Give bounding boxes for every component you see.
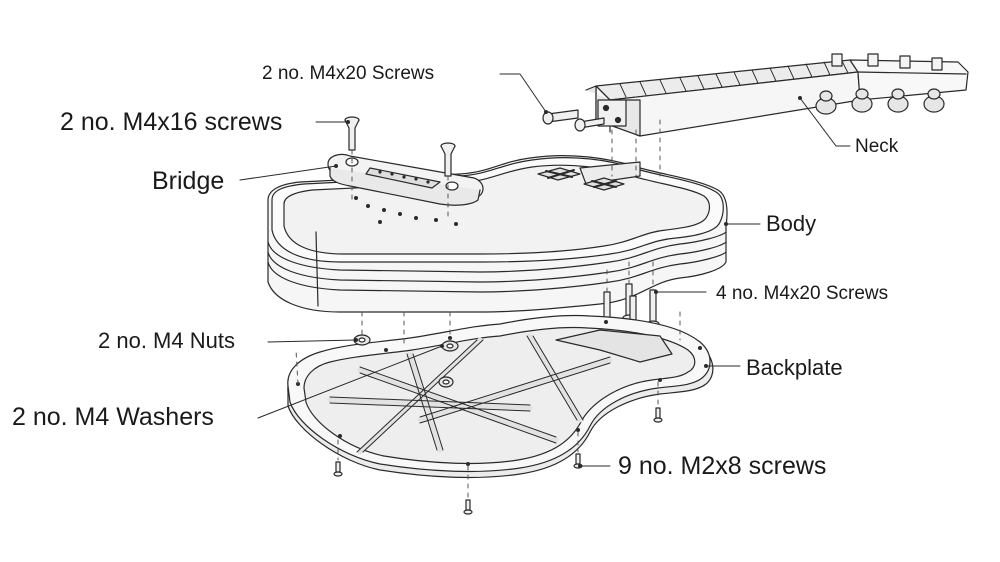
label-nuts: 2 no. M4 Nuts — [98, 328, 235, 353]
backplate-screws-part — [333, 407, 663, 515]
label-body-screws: 4 no. M4x20 Screws — [716, 283, 889, 304]
label-bridge-screws: 2 no. M4x16 screws — [60, 108, 283, 136]
bridge-part — [327, 153, 484, 206]
neck-part — [542, 53, 969, 137]
label-washers: 2 no. M4 Washers — [12, 403, 214, 431]
label-neck-screws: 2 no. M4x20 Screws — [262, 63, 435, 84]
label-backplate-screws: 9 no. M2x8 screws — [618, 452, 827, 480]
label-neck: Neck — [855, 136, 899, 157]
label-body: Body — [766, 211, 817, 236]
label-backplate: Backplate — [746, 355, 843, 380]
label-bridge: Bridge — [152, 167, 225, 195]
